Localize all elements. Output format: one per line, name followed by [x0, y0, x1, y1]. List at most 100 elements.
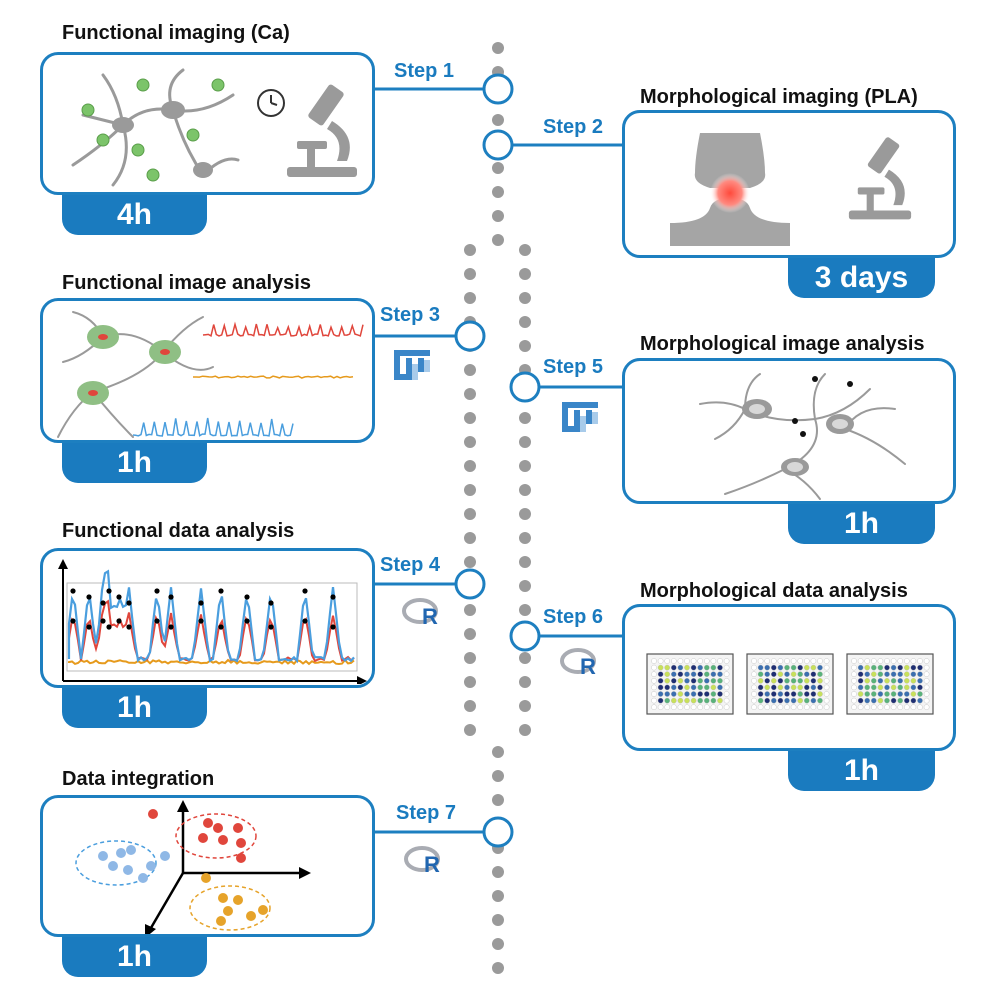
well: [677, 677, 684, 684]
step5-label: Step 5: [543, 356, 604, 378]
3d-cluster-plot-icon: [75, 800, 311, 934]
well: [697, 704, 704, 711]
timeline-dot: [492, 210, 504, 222]
well: [917, 671, 923, 678]
well: [697, 697, 704, 704]
well: [903, 671, 910, 678]
well: [784, 704, 790, 711]
well: [857, 658, 864, 664]
well: [690, 684, 697, 691]
peak-marker: [86, 624, 92, 630]
step4-node: [454, 568, 486, 600]
well: [877, 664, 884, 671]
well: [751, 691, 757, 697]
well: [717, 677, 723, 684]
well: [923, 704, 930, 711]
timeline-dot: [492, 746, 504, 758]
well: [903, 684, 910, 691]
timeline-dot: [492, 234, 504, 246]
well: [910, 697, 917, 704]
well: [710, 704, 717, 711]
well-plate: [846, 653, 934, 715]
well: [851, 704, 857, 711]
well: [684, 704, 690, 711]
well: [823, 671, 830, 678]
well: [657, 664, 664, 671]
timeline-dot: [464, 724, 476, 736]
well: [890, 658, 897, 664]
well: [857, 704, 864, 711]
well: [764, 664, 770, 671]
peak-marker: [198, 600, 204, 606]
well: [790, 684, 797, 691]
timeline-dot: [519, 580, 531, 592]
well: [771, 684, 777, 691]
timeline-dot: [519, 340, 531, 352]
well: [817, 691, 823, 697]
well: [864, 658, 870, 664]
timeline-dot: [464, 364, 476, 376]
timeline-dot: [464, 604, 476, 616]
calcium-trace-blue: [132, 417, 294, 437]
well: [910, 664, 917, 671]
well: [923, 664, 930, 671]
well: [651, 658, 657, 664]
step6-node: [509, 620, 541, 652]
well: [810, 697, 817, 704]
well: [884, 684, 890, 691]
well: [723, 671, 730, 678]
well: [797, 677, 803, 684]
timeline-dot: [519, 436, 531, 448]
well: [803, 691, 810, 697]
well: [771, 691, 777, 697]
well: [917, 691, 923, 697]
well: [697, 677, 704, 684]
well: [903, 697, 910, 704]
timeline-dot: [464, 532, 476, 544]
peak-marker: [268, 600, 274, 606]
well: [670, 684, 677, 691]
well: [704, 677, 710, 684]
timeline-dot: [519, 676, 531, 688]
well: [884, 691, 890, 697]
calcium-trace-orange: [193, 375, 354, 379]
timeline-dot: [519, 460, 531, 472]
well: [803, 704, 810, 711]
well: [851, 691, 857, 697]
panel1-title: Functional imaging (Ca): [62, 22, 290, 44]
well: [857, 664, 864, 671]
peak-marker: [218, 624, 224, 630]
timeline-dot: [519, 292, 531, 304]
well: [864, 671, 870, 678]
peak-marker: [106, 624, 112, 630]
well: [677, 658, 684, 664]
well: [684, 677, 690, 684]
well: [884, 671, 890, 678]
timeline-dot: [492, 186, 504, 198]
well: [764, 677, 770, 684]
well: [897, 664, 903, 671]
well: [890, 697, 897, 704]
well: [670, 664, 677, 671]
well: [777, 677, 784, 684]
well: [764, 684, 770, 691]
well: [884, 697, 890, 704]
step6-label: Step 6: [543, 606, 604, 628]
well: [651, 697, 657, 704]
well: [704, 697, 710, 704]
well: [884, 664, 890, 671]
timeline-dot: [519, 532, 531, 544]
panel6-title: Morphological data analysis: [640, 580, 908, 602]
well: [764, 691, 770, 697]
well: [684, 658, 690, 664]
well: [910, 671, 917, 678]
timeline-dot: [519, 508, 531, 520]
timeline-dot: [464, 484, 476, 496]
peak-marker: [70, 618, 76, 624]
well: [717, 704, 723, 711]
well: [717, 697, 723, 704]
well: [877, 684, 884, 691]
r-logo-icon: R: [560, 648, 596, 678]
well: [717, 664, 723, 671]
